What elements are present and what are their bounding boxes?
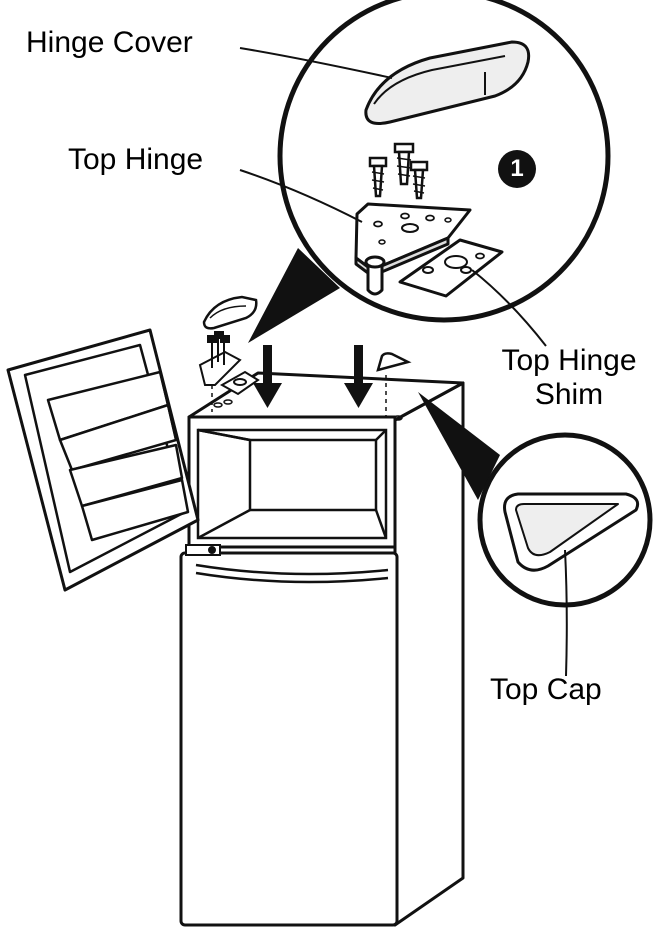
label-top-cap: Top Cap (490, 673, 602, 707)
small-top-cap (378, 353, 408, 370)
label-top-hinge: Top Hinge (68, 143, 203, 177)
freezer-door (8, 330, 198, 590)
top-magnifier-circle (280, 0, 608, 320)
label-hinge-cover: Hinge Cover (26, 26, 193, 60)
top-cap-magnifier-circle (480, 435, 650, 605)
small-hinge-cover (204, 297, 256, 328)
leader-top-cap (565, 550, 567, 676)
refrigerator-body (181, 373, 463, 925)
label-top-hinge-shim: Top Hinge Shim (484, 344, 654, 412)
step-number-badge: 1 (498, 150, 536, 188)
middle-hinge (186, 545, 220, 555)
